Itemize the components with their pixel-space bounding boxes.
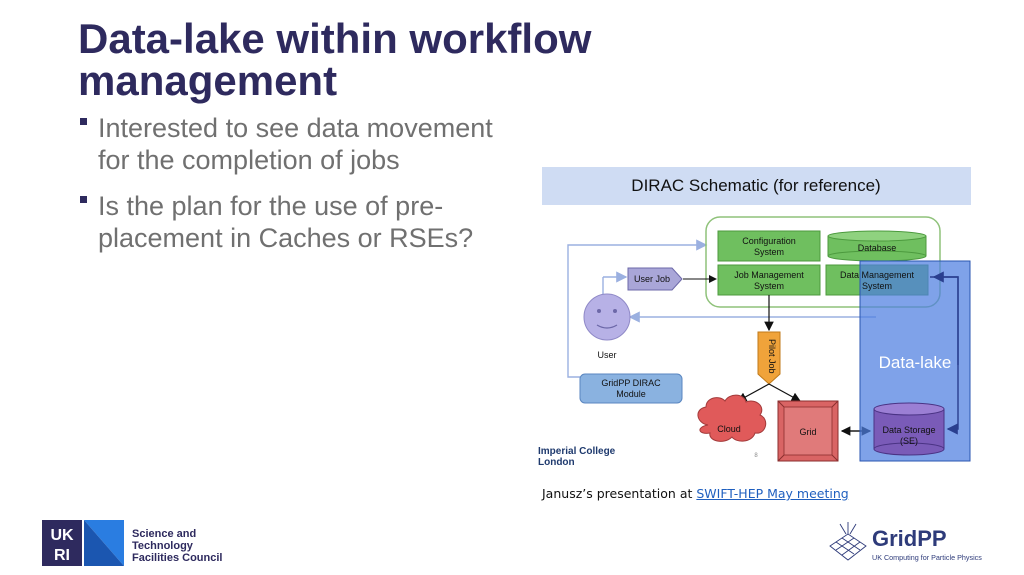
cloud-shape — [697, 394, 767, 442]
gridpp-module-label: Module — [616, 389, 646, 399]
gridpp-tagline: UK Computing for Particle Physics — [872, 553, 982, 562]
config-label: System — [754, 247, 784, 257]
grid-label: Grid — [799, 427, 816, 437]
config-label: Configuration — [742, 236, 796, 246]
ukri-logo: UK RI Science and Technology Facilities … — [42, 520, 232, 566]
configuration-system-box — [717, 230, 821, 262]
gridpp-dirac-module-box — [579, 373, 683, 404]
pilot-job-label: Pilot Job — [767, 339, 777, 374]
job-management-box — [717, 264, 821, 296]
data-storage-label: Data Storage — [882, 425, 935, 435]
pilot-job-shape — [757, 331, 781, 385]
ukri-logo-text: RI — [54, 547, 70, 564]
schematic-header-band — [542, 167, 971, 205]
database-label: Database — [858, 243, 897, 253]
data-storage-label: (SE) — [900, 436, 918, 446]
cloud-label: Cloud — [717, 424, 741, 434]
dirac-schematic-svg: DIRAC Schematic (for reference) Configur… — [538, 167, 971, 468]
user-job-label: User Job — [634, 274, 670, 284]
bullet-text: Interested to see data movement for the … — [98, 113, 493, 175]
imperial-college-label: London — [538, 457, 575, 468]
user-job-shape — [627, 267, 683, 291]
council-name: Facilities Council — [132, 552, 222, 564]
gridpp-name: GridPP — [872, 526, 947, 551]
user-label: User — [597, 350, 616, 360]
council-name: Technology — [132, 540, 194, 552]
bullet-text: Is the plan for the use of pre-placement… — [98, 191, 474, 253]
dirac-schematic-diagram: DIRAC Schematic (for reference) Configur… — [538, 165, 974, 470]
database-cylinder — [827, 230, 927, 262]
square-bullet-icon — [80, 196, 87, 203]
council-name: Science and — [132, 528, 196, 540]
caption-text: Janusz’s presentation at — [542, 486, 697, 501]
slide-title: Data-lake within workflow management — [78, 15, 592, 104]
gridpp-logo: GridPP UK Computing for Particle Physics — [826, 516, 986, 568]
data-mgmt-label: Data Management — [840, 270, 915, 280]
schematic-header: DIRAC Schematic (for reference) — [631, 176, 880, 195]
bullet-item: Interested to see data movement for the … — [80, 112, 500, 176]
data-lake-label: Data-lake — [879, 353, 952, 372]
caption: Janusz’s presentation at SWIFT-HEP May m… — [542, 486, 849, 501]
job-mgmt-label: Job Management — [734, 270, 804, 280]
schematic-page-number: 8 — [754, 453, 758, 459]
swift-hep-link[interactable]: SWIFT-HEP May meeting — [696, 486, 849, 501]
bullet-list: Interested to see data movement for the … — [80, 112, 500, 268]
ukri-logo-block — [42, 520, 82, 566]
ukri-logo-text: UK — [50, 527, 74, 544]
imperial-college-label: Imperial College — [538, 446, 616, 457]
gridpp-mesh-icon — [829, 522, 867, 561]
square-bullet-icon — [80, 118, 87, 125]
user-face-icon — [583, 293, 631, 341]
gridpp-module-label: GridPP DIRAC — [601, 378, 661, 388]
job-mgmt-label: System — [754, 281, 784, 291]
data-storage-cylinder — [873, 402, 945, 456]
bullet-item: Is the plan for the use of pre-placement… — [80, 190, 500, 254]
data-mgmt-label: System — [862, 281, 892, 291]
grid-box — [777, 400, 839, 462]
